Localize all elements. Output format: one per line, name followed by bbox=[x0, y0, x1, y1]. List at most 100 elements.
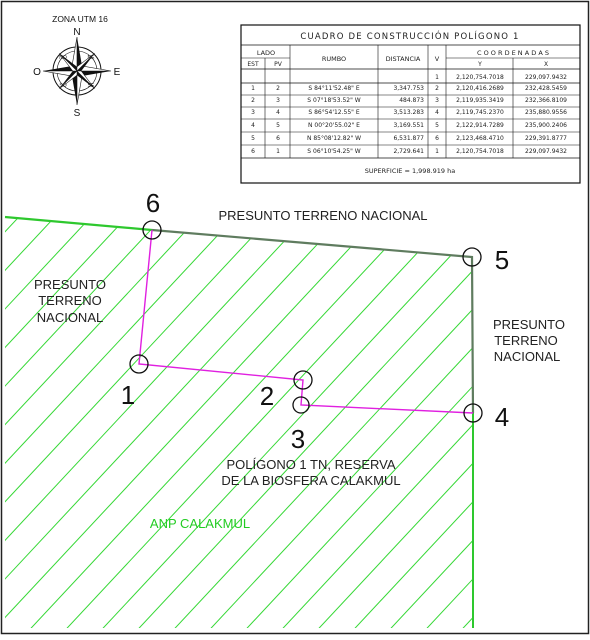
table-cell-distancia: 3,347.753 bbox=[393, 85, 424, 92]
table-cell-v: 4 bbox=[435, 109, 439, 116]
polygon-boundary bbox=[151, 228, 475, 414]
hatch-line bbox=[127, 217, 473, 628]
terreno-right-line-3: NACIONAL bbox=[494, 349, 560, 364]
table-cell-x: 232,428.5459 bbox=[525, 85, 567, 92]
table-cell-v: 6 bbox=[435, 135, 439, 142]
point-label-3: 3 bbox=[291, 424, 305, 454]
table-cell-v: 5 bbox=[435, 122, 439, 129]
table-cell-distancia: 6,531.877 bbox=[393, 135, 424, 142]
header-lado: LADO bbox=[257, 49, 275, 57]
point-label-5: 5 bbox=[495, 245, 509, 275]
svg-text:S: S bbox=[74, 108, 81, 119]
svg-text:N: N bbox=[73, 27, 80, 38]
point-label-2: 2 bbox=[260, 381, 274, 411]
table-cell-distancia: 2,729.641 bbox=[393, 148, 424, 155]
first-row-y: 2,120,754.7018 bbox=[456, 74, 504, 81]
hatch-line bbox=[199, 217, 473, 628]
header-coordenadas: C O O R D E N A D A S bbox=[477, 49, 549, 57]
table-cell-y: 2,120,416.2689 bbox=[456, 85, 504, 92]
table-rows: 1 2 S 84°11'52.48" E 3,347.753 2 2,120,416.26… bbox=[251, 85, 567, 155]
table-cell-est: 6 bbox=[251, 148, 255, 155]
point-marker-4[interactable] bbox=[463, 403, 483, 423]
svg-text:SE: SE bbox=[88, 83, 95, 89]
hatch-line bbox=[307, 217, 473, 628]
hatch-line bbox=[235, 217, 473, 628]
table-cell-rumbo: S 07°18'53.52" W bbox=[307, 97, 360, 104]
table-cell-distancia: 3,513.283 bbox=[393, 109, 424, 116]
terreno-left-line-1: PRESUNTO bbox=[34, 277, 106, 292]
point-marker-5[interactable] bbox=[462, 247, 482, 267]
point-marker-1[interactable] bbox=[129, 354, 149, 374]
first-row-v: 1 bbox=[435, 74, 439, 81]
hatch-line bbox=[343, 217, 473, 628]
table-cell-y: 2,119,935.3419 bbox=[456, 97, 504, 104]
header-rumbo: RUMBO bbox=[322, 55, 346, 63]
table-cell-est: 4 bbox=[251, 122, 255, 129]
header-distancia: DISTANCIA bbox=[386, 55, 421, 63]
survey-line bbox=[138, 229, 474, 414]
point-marker-2[interactable] bbox=[293, 370, 313, 390]
table-cell-est: 3 bbox=[251, 109, 255, 116]
svg-text:SO: SO bbox=[59, 83, 66, 89]
table-cell-v: 1 bbox=[435, 148, 439, 155]
anp-calakmul-label: ANP CALAKMUL bbox=[150, 516, 250, 531]
table-cell-rumbo: S 86°54'12.55" E bbox=[308, 109, 359, 116]
table-cell-pv: 6 bbox=[276, 135, 280, 142]
table-cell-x: 232,366.8109 bbox=[525, 97, 567, 104]
anp-boundary-line bbox=[4, 215, 153, 232]
point-label-4: 4 bbox=[495, 402, 509, 432]
terreno-right-line-2: TERRENO bbox=[494, 333, 558, 348]
header-v: V bbox=[435, 55, 440, 63]
table-cell-y: 2,123,468.4710 bbox=[456, 135, 504, 142]
table-cell-est: 2 bbox=[251, 97, 255, 104]
hatch-line bbox=[55, 217, 473, 628]
table-cell-pv: 3 bbox=[276, 97, 280, 104]
header-x: X bbox=[544, 61, 548, 68]
table-cell-est: 5 bbox=[251, 135, 255, 142]
table-cell-rumbo: S 06°10'54.25" W bbox=[307, 148, 360, 155]
terreno-nacional-top-label: PRESUNTO TERRENO NACIONAL bbox=[218, 208, 427, 223]
svg-text:O: O bbox=[33, 67, 41, 78]
utm-zone-label: ZONA UTM 16 bbox=[52, 14, 108, 24]
hatch-line bbox=[5, 217, 117, 628]
point-label-1: 1 bbox=[121, 380, 135, 410]
hatch-line bbox=[5, 217, 45, 628]
table-cell-est: 1 bbox=[251, 85, 255, 92]
point-marker-3[interactable] bbox=[292, 396, 310, 414]
terreno-right-line-1: PRESUNTO bbox=[493, 317, 565, 332]
hatch-line bbox=[379, 217, 473, 628]
table-cell-distancia: 484.873 bbox=[399, 97, 424, 104]
first-row-x: 229,097.9432 bbox=[525, 74, 567, 81]
hatch-line bbox=[5, 217, 189, 628]
hatch-line bbox=[5, 217, 333, 628]
header-pv: PV bbox=[274, 61, 283, 68]
terreno-left-line-3: NACIONAL bbox=[37, 310, 103, 325]
hatch-line bbox=[5, 217, 405, 628]
hatch-line bbox=[5, 217, 225, 628]
svg-text:NE: NE bbox=[88, 55, 96, 61]
table-title: CUADRO DE CONSTRUCCIÓN POLÍGONO 1 bbox=[300, 30, 519, 42]
hatch-line bbox=[560, 190, 590, 635]
table-cell-rumbo: S 84°11'52.48" E bbox=[308, 85, 359, 92]
table-cell-pv: 4 bbox=[276, 109, 280, 116]
anp-hatch-pattern bbox=[5, 190, 590, 635]
table-cell-pv: 5 bbox=[276, 122, 280, 129]
header-est: EST bbox=[247, 61, 259, 68]
table-cell-pv: 2 bbox=[276, 85, 280, 92]
hatch-line bbox=[163, 217, 473, 628]
terreno-left-line-2: TERRENO bbox=[38, 293, 102, 308]
table-cell-y: 2,119,745.2370 bbox=[456, 109, 504, 116]
svg-text:E: E bbox=[114, 67, 121, 78]
point-marker-6[interactable] bbox=[142, 220, 162, 240]
table-cell-x: 235,900.2406 bbox=[525, 122, 567, 129]
hatch-line bbox=[5, 217, 81, 628]
hatch-line bbox=[5, 217, 261, 628]
table-cell-pv: 1 bbox=[276, 148, 280, 155]
header-y: Y bbox=[477, 61, 482, 68]
hatch-line bbox=[5, 217, 369, 628]
hatch-line bbox=[19, 217, 441, 628]
construction-table: CUADRO DE CONSTRUCCIÓN POLÍGONO 1 LADO E… bbox=[240, 24, 581, 184]
